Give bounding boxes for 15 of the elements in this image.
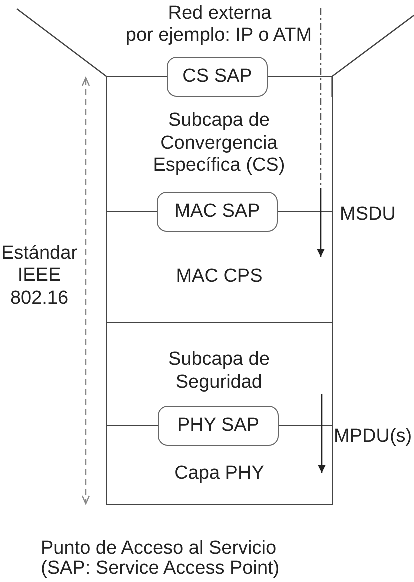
layer-label: Subcapa de Seguridad <box>167 349 271 394</box>
example-text: por ejemplo: IP o ATM <box>126 25 312 48</box>
layer-label: Capa PHY <box>174 463 264 486</box>
caption-text: (SAP: Service Access Point) <box>41 558 280 580</box>
arrow <box>318 394 326 473</box>
caption-text: Punto de Acceso al Servicio <box>41 538 277 560</box>
service-access-point-box: MAC SAP <box>157 192 278 232</box>
service-access-point-box: PHY SAP <box>158 406 279 446</box>
service-access-point-box: CS SAP <box>167 57 268 97</box>
standard-label: Estándar IEEE 802.16 <box>0 242 79 310</box>
layer-label: MAC CPS <box>176 266 263 288</box>
edge-label: MPDU(s) <box>334 426 412 448</box>
arrow <box>317 188 325 257</box>
network-label: Red externa <box>168 2 272 25</box>
layer-label: Subcapa de Convergencia Específica (CS) <box>152 110 286 178</box>
